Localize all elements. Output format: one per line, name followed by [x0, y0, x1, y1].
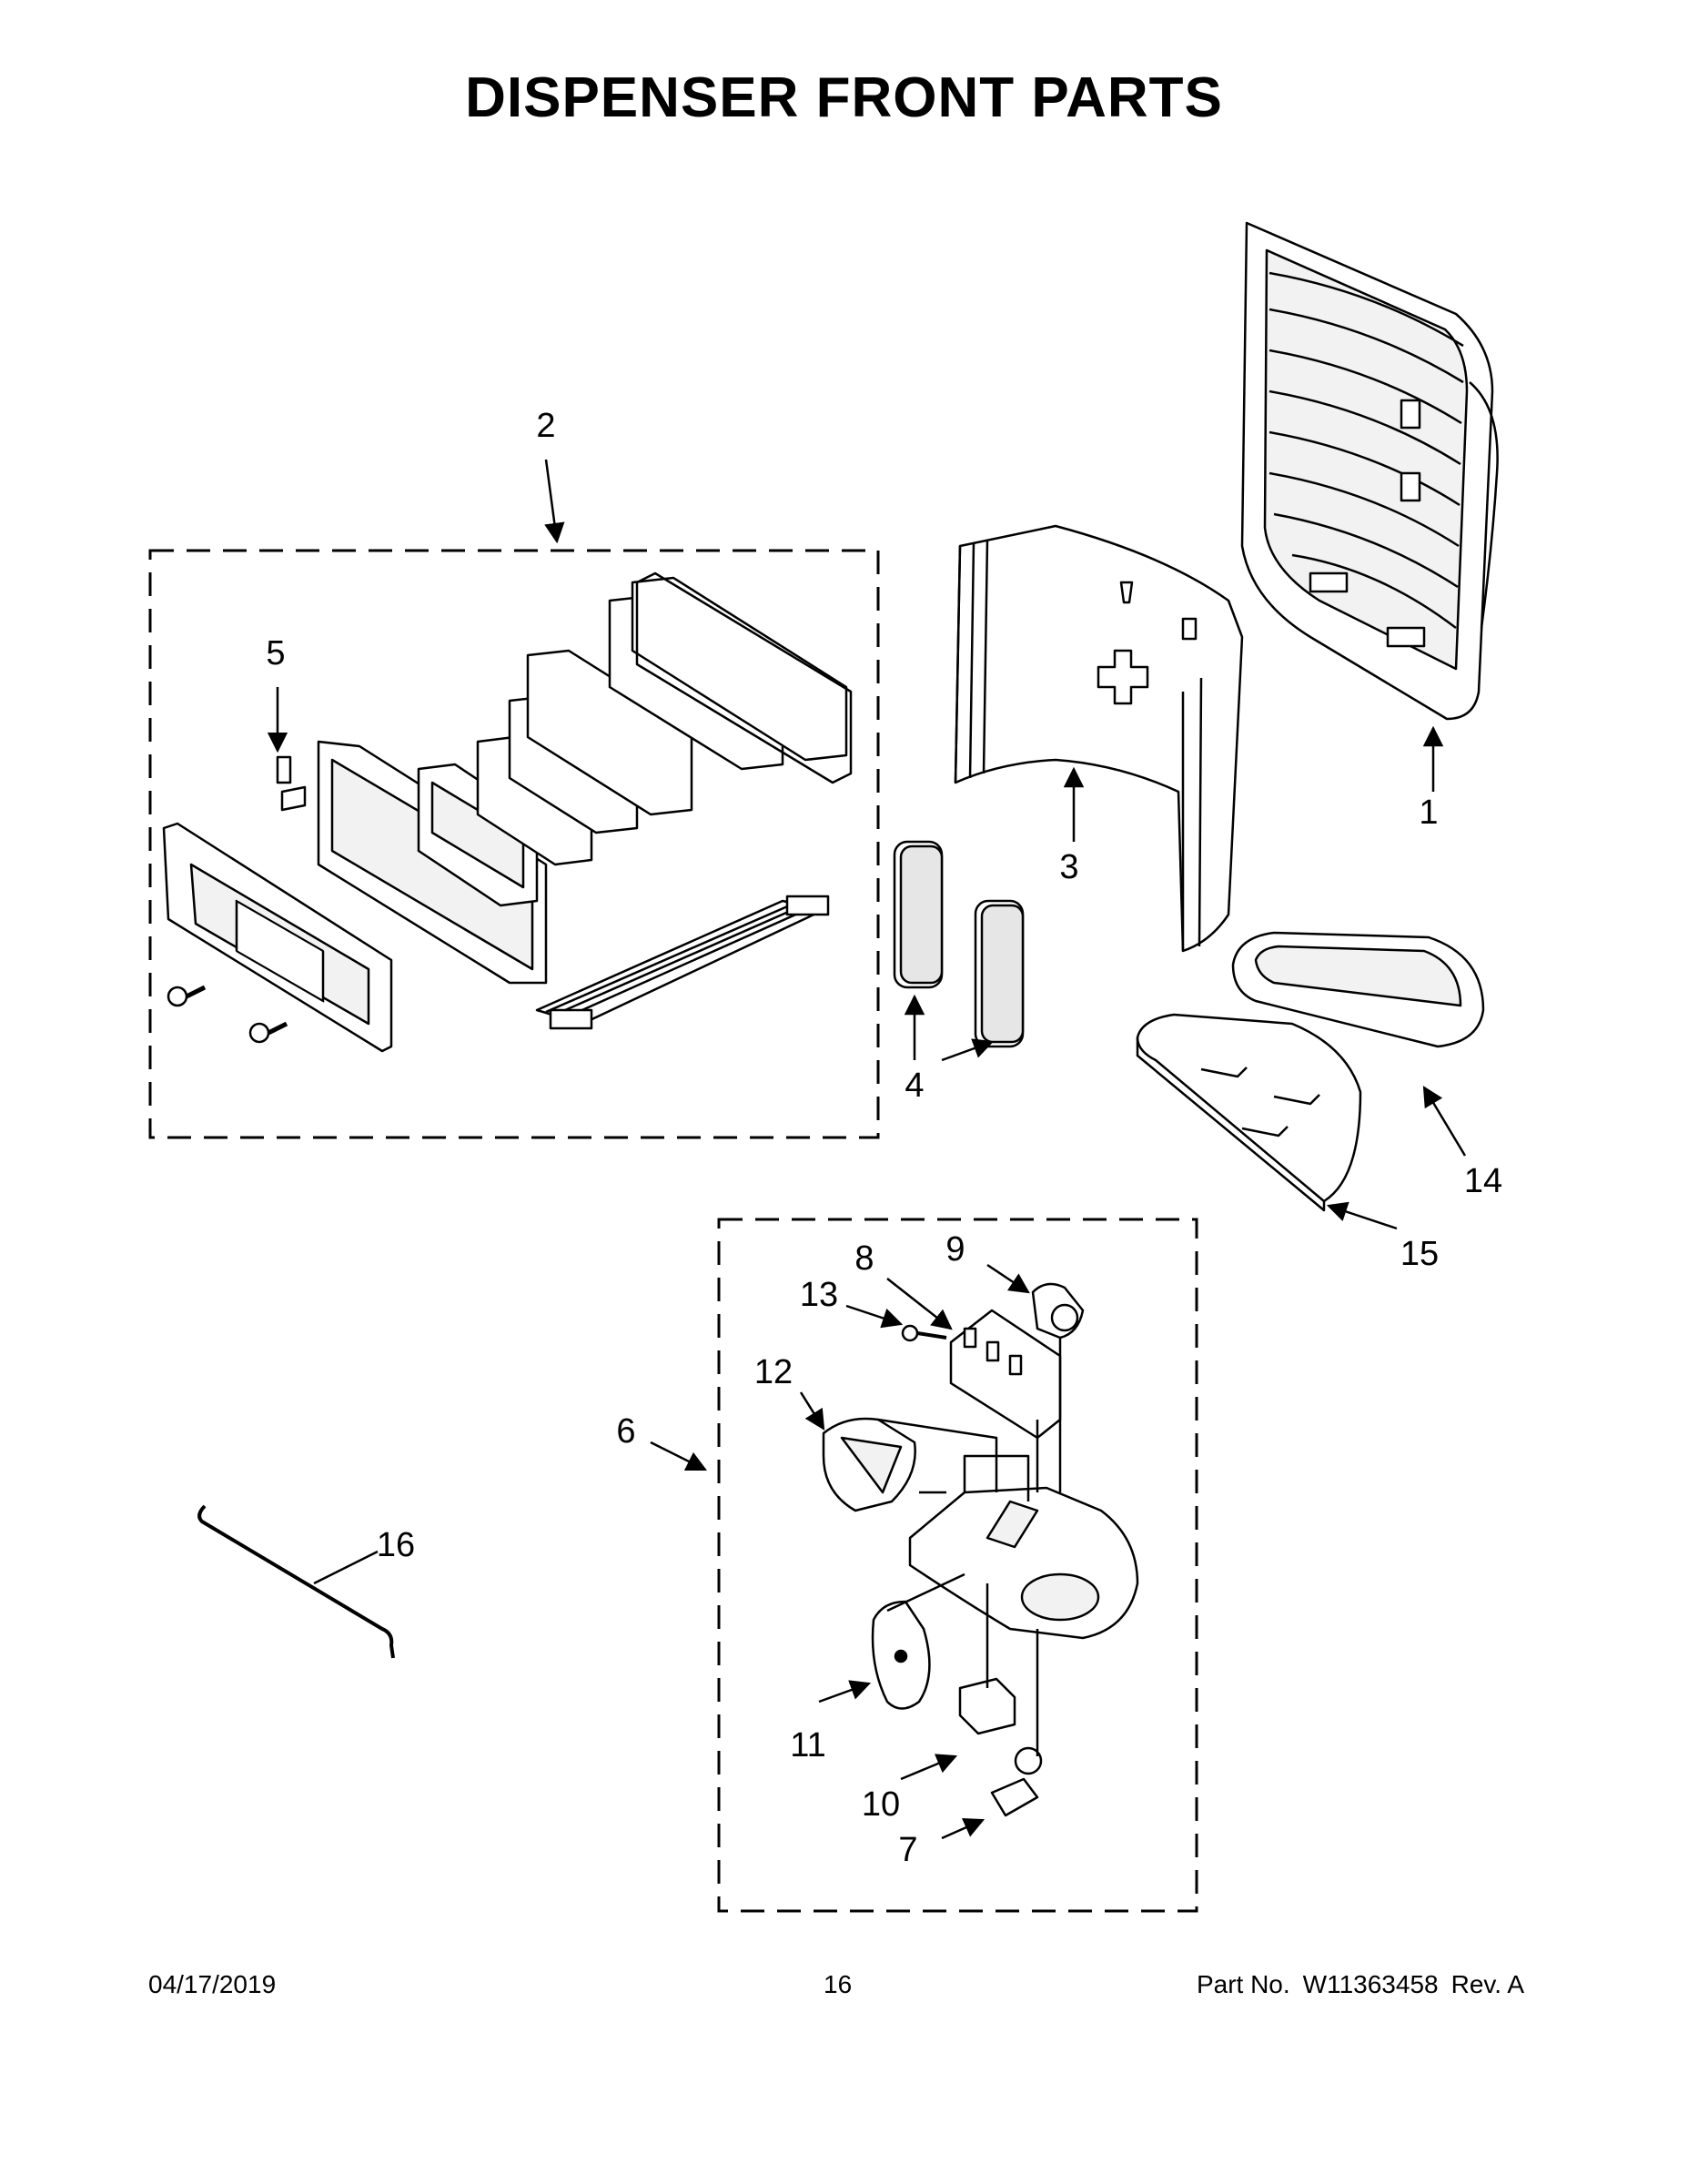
part-6-dispenser-module — [822, 1282, 1139, 1817]
callout-5: 5 — [266, 634, 285, 672]
leader-13 — [845, 1304, 904, 1329]
leader-6 — [650, 1441, 708, 1471]
callout-6: 6 — [616, 1412, 635, 1451]
callout-11: 11 — [790, 1726, 825, 1764]
callout-14: 14 — [1464, 1162, 1502, 1200]
leader-16 — [313, 1550, 379, 1585]
part-16-wire — [197, 1504, 395, 1659]
page-title: DISPENSER FRONT PARTS — [465, 66, 1223, 129]
leader-12 — [799, 1391, 825, 1431]
leader-7 — [941, 1817, 986, 1840]
callout-16: 16 — [377, 1526, 415, 1564]
part-1-dispenser-housing — [1240, 221, 1499, 721]
callout-2: 2 — [536, 407, 555, 445]
footer-date: 04/17/2019 — [148, 1970, 277, 1998]
callout-8: 8 — [854, 1239, 874, 1278]
leader-15 — [1326, 1201, 1398, 1230]
callout-10: 10 — [862, 1785, 900, 1824]
footer-part-number: W11363458 — [1302, 1970, 1439, 1998]
leader-8 — [886, 1278, 953, 1330]
leader-9 — [986, 1263, 1030, 1294]
callout-9: 9 — [945, 1230, 965, 1269]
callout-12: 12 — [754, 1353, 793, 1391]
leader-14 — [1422, 1086, 1467, 1157]
footer-page-number: 16 — [824, 1970, 853, 1998]
part-14-tray-ring — [1231, 931, 1485, 1048]
callout-labels: 1 2 3 4 5 6 7 8 9 10 11 12 13 14 15 16 — [266, 407, 1502, 1869]
assembly-2-group-box — [148, 549, 880, 1139]
part-15-drip-tray — [1136, 1013, 1362, 1212]
footer-part-info: Part No. W11363458 Rev. A — [1184, 1970, 1524, 1999]
leader-10 — [900, 1754, 958, 1781]
leader-arrows — [267, 459, 1467, 1840]
leader-2 — [544, 459, 565, 544]
part-5-clip — [276, 755, 307, 812]
assembly-6-group-box — [717, 1218, 1198, 1913]
callout-1: 1 — [1419, 794, 1438, 832]
part-2-control-assembly — [162, 571, 853, 1053]
part-4-pads — [893, 840, 1025, 1048]
callout-3: 3 — [1059, 848, 1078, 886]
callout-13: 13 — [800, 1276, 838, 1314]
callout-7: 7 — [898, 1831, 917, 1869]
leader-11 — [818, 1680, 872, 1704]
callout-15: 15 — [1400, 1235, 1439, 1273]
footer-part-label: Part No. — [1196, 1970, 1290, 1998]
leader-4b — [941, 1038, 995, 1062]
part-3-curved-panel — [954, 524, 1244, 953]
footer-revision: Rev. A — [1450, 1970, 1524, 1998]
callout-4: 4 — [905, 1067, 924, 1105]
